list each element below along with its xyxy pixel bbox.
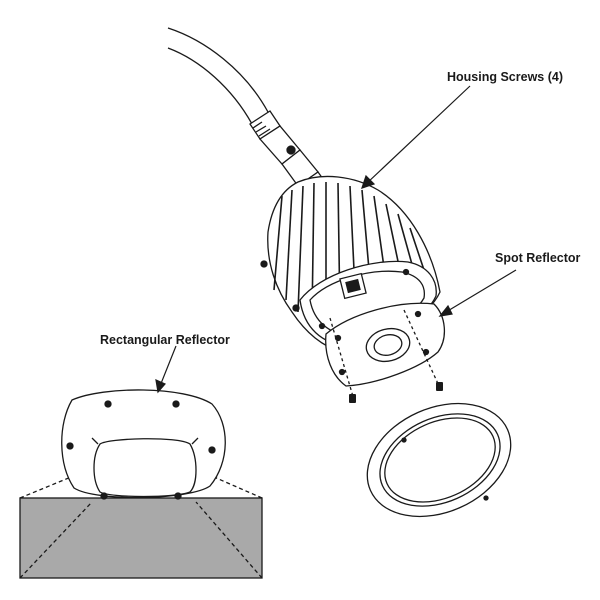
rectangular-reflector-label: Rectangular Reflector xyxy=(100,333,230,347)
front-lens-ring xyxy=(366,402,512,518)
spot-reflector xyxy=(325,302,445,401)
housing-screws-label: Housing Screws (4) xyxy=(447,70,563,84)
power-cable xyxy=(167,27,269,125)
leader-arrows xyxy=(155,85,517,394)
rectangular-reflector xyxy=(19,389,263,579)
spot-reflector-label: Spot Reflector xyxy=(495,251,581,265)
screw xyxy=(349,382,443,403)
